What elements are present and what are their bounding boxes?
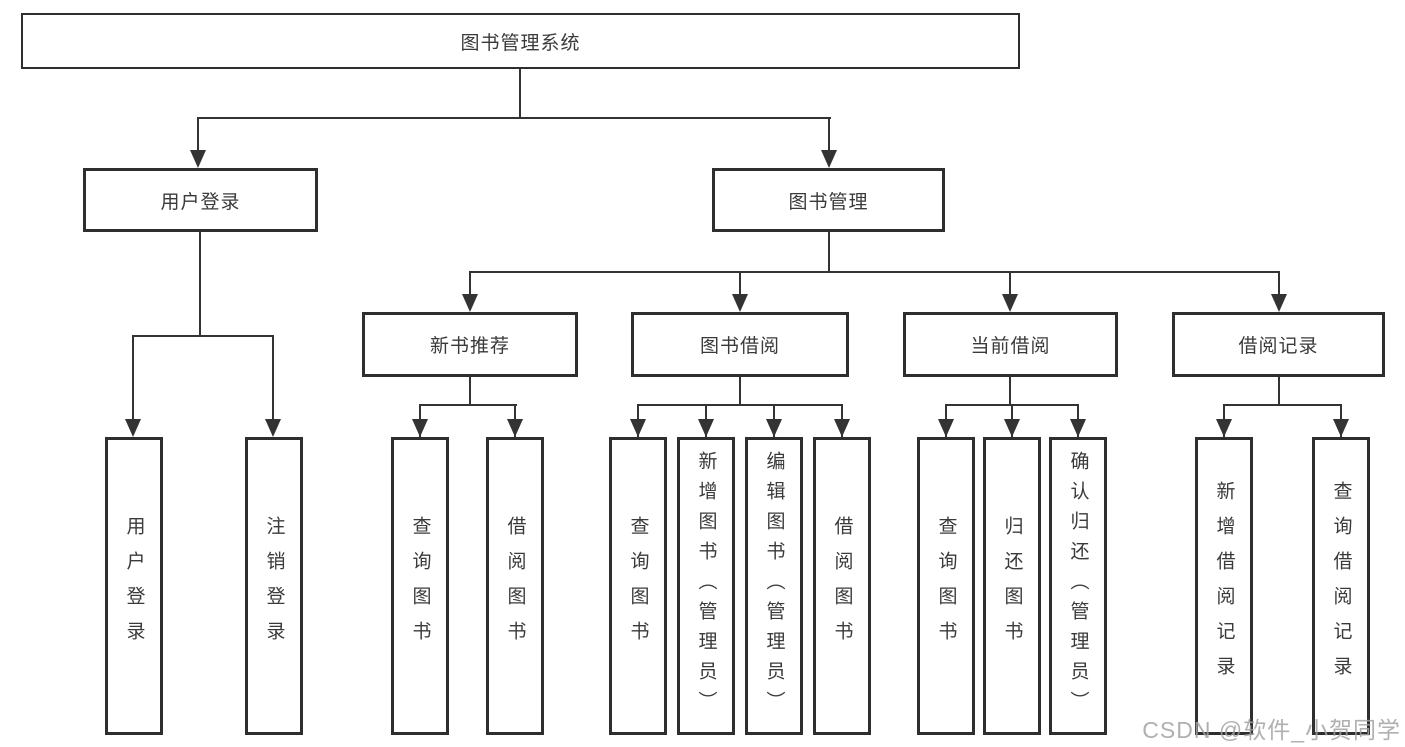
connector-line [519,69,521,119]
leaf-label: 查询借阅记录 [1330,481,1352,691]
connector-line [1278,377,1280,406]
leaf-query-borrow-record: 查询借阅记录 [1312,437,1370,735]
leaf-add-borrow-record: 新增借阅记录 [1195,437,1253,735]
arrow-down-icon [1070,419,1086,437]
node-label: 图书借阅 [699,336,780,357]
leaf-edit-books-admin: 编辑图书（管理员） [745,437,803,735]
arrow-down-icon [630,419,646,437]
connector-line [1278,271,1280,310]
leaf-add-books-admin: 新增图书（管理员） [677,437,735,735]
node-user-login: 用户登录 [83,168,318,232]
arrow-down-icon [766,419,782,437]
leaf-label: 归还图书 [1001,516,1023,656]
connector-line [637,404,843,406]
connector-line [197,117,199,166]
leaf-confirm-return-admin: 确认归还（管理员） [1049,437,1107,735]
connector-line [469,377,471,406]
leaf-label: 查询图书 [935,516,957,656]
connector-line [199,232,201,337]
arrow-down-icon [834,419,850,437]
connector-line [739,271,741,310]
leaf-user-login: 用户登录 [105,437,163,735]
arrow-down-icon [1271,294,1287,312]
connector-line [1009,377,1011,406]
leaf-query-books-borrow: 查询图书 [609,437,667,735]
leaf-label: 新增图书（管理员） [695,451,717,721]
leaf-label: 借阅图书 [504,516,526,656]
arrow-down-icon [938,419,954,437]
arrow-down-icon [1002,294,1018,312]
node-label: 新书推荐 [429,336,510,357]
arrow-down-icon [698,419,714,437]
arrow-down-icon [507,419,523,437]
leaf-borrow-books: 借阅图书 [813,437,871,735]
leaf-label: 查询图书 [409,516,431,656]
arrow-down-icon [265,419,281,437]
node-label: 图书管理 [788,191,869,213]
leaf-query-books-recommend: 查询图书 [391,437,449,735]
connector-line [739,377,741,406]
leaf-return-books: 归还图书 [983,437,1041,735]
connector-line [1009,271,1011,310]
connector-line [828,232,830,273]
node-current-borrow: 当前借阅 [903,312,1118,377]
leaf-logout: 注销登录 [245,437,303,735]
leaf-label: 用户登录 [123,516,145,656]
arrow-down-icon [821,150,837,168]
node-label: 借阅记录 [1238,336,1319,357]
watermark: CSDN @软件_小贺同学 [1142,717,1401,743]
connector-line [469,271,1280,273]
leaf-label: 注销登录 [263,516,285,656]
connector-line [828,117,830,166]
node-new-book-recommend: 新书推荐 [362,312,578,377]
leaf-label: 借阅图书 [831,516,853,656]
arrow-down-icon [732,294,748,312]
node-label: 用户登录 [160,191,241,213]
leaf-borrow-books-recommend: 借阅图书 [486,437,544,735]
connector-line [469,271,471,310]
arrow-down-icon [1004,419,1020,437]
connector-line [272,335,274,435]
leaf-query-books-current: 查询图书 [917,437,975,735]
connector-line [132,335,274,337]
arrow-down-icon [412,419,428,437]
leaf-label: 编辑图书（管理员） [763,451,785,721]
arrow-down-icon [462,294,478,312]
connector-line [132,335,134,435]
node-label: 图书管理系统 [460,32,581,54]
node-borrow-record: 借阅记录 [1172,312,1385,377]
connector-line [197,117,831,119]
node-label: 当前借阅 [970,336,1051,357]
connector-line [419,404,517,406]
leaf-label: 查询图书 [627,516,649,656]
arrow-down-icon [125,419,141,437]
node-book-management: 图书管理 [712,168,945,232]
leaf-label: 确认归还（管理员） [1067,451,1089,721]
connector-line [1223,404,1342,406]
leaf-label: 新增借阅记录 [1213,481,1235,691]
node-library-management-system: 图书管理系统 [21,13,1020,69]
arrow-down-icon [190,150,206,168]
arrow-down-icon [1333,419,1349,437]
arrow-down-icon [1216,419,1232,437]
node-book-borrow: 图书借阅 [631,312,849,377]
